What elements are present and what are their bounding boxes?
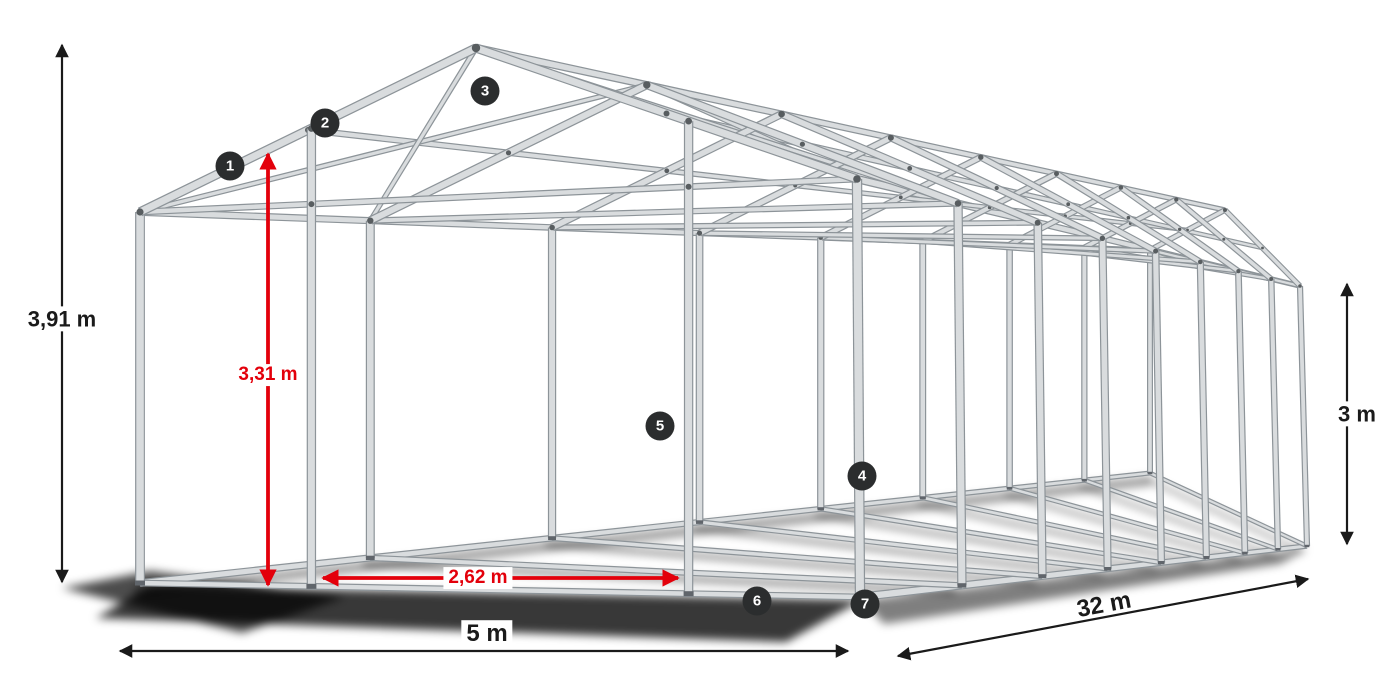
part-badge-2: 2 bbox=[310, 108, 340, 138]
dimension-side-height: 3 m bbox=[1333, 401, 1381, 427]
part-badge-4: 4 bbox=[847, 461, 877, 491]
dimension-total-height: 3,91 m bbox=[22, 306, 102, 332]
part-badge-1: 1 bbox=[215, 151, 245, 181]
part-badge-7: 7 bbox=[850, 589, 880, 619]
dimension-inner-height: 3,31 m bbox=[233, 364, 303, 386]
part-badge-6: 6 bbox=[742, 586, 772, 616]
part-badge-5: 5 bbox=[645, 411, 675, 441]
part-badge-3: 3 bbox=[470, 76, 500, 106]
dimension-front-width: 5 m bbox=[461, 620, 513, 648]
dimension-inner-width: 2,62 m bbox=[443, 567, 513, 589]
